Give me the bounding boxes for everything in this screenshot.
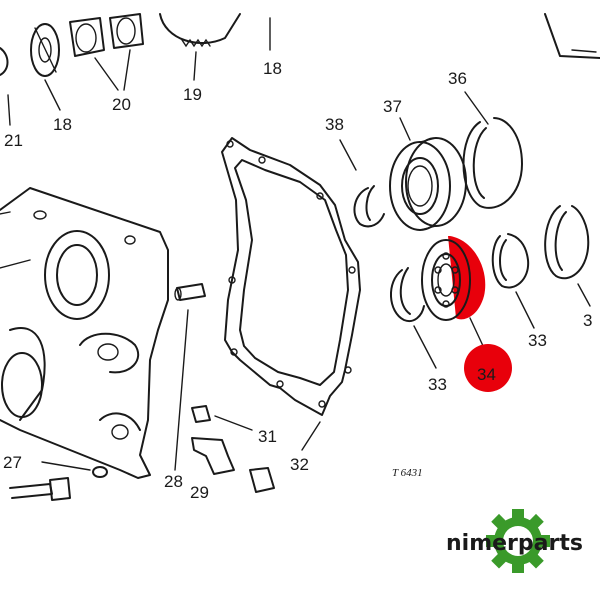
callout-27: 27 <box>3 453 22 472</box>
needle-bearing-part-20 <box>69 13 144 57</box>
snap-ring-part-33-left <box>389 267 425 322</box>
gear-part-19 <box>159 13 241 48</box>
callout-31: 31 <box>258 427 277 446</box>
snap-ring-part-38 <box>353 185 385 228</box>
gearbox-housing <box>0 187 169 479</box>
washer-part-18 <box>30 23 60 77</box>
callout-18-right: 18 <box>263 59 282 78</box>
dowel-pin-part-28 <box>174 283 206 301</box>
gasket-part-32 <box>221 137 361 416</box>
figure-reference: T 6431 <box>392 467 423 479</box>
plug-part-31 <box>191 405 211 423</box>
callout-34: 34 <box>477 365 496 384</box>
callout-34-badge <box>464 344 512 392</box>
partial-part-left <box>0 47 9 76</box>
callout-38: 38 <box>325 115 344 134</box>
callout-20: 20 <box>112 95 131 114</box>
callout-28: 28 <box>164 472 183 491</box>
brand-name: nimerparts <box>446 531 583 556</box>
bearing-highlight <box>448 236 486 320</box>
callout-36: 36 <box>448 69 467 88</box>
callout-29: 29 <box>190 483 209 502</box>
snap-ring-part-36 <box>462 117 523 209</box>
snap-ring-part-right-edge <box>544 205 590 280</box>
callout-18-left: 18 <box>53 115 72 134</box>
callout-32: 32 <box>290 455 309 474</box>
callout-21: 21 <box>4 131 23 150</box>
bolt-part-27 <box>9 466 108 501</box>
ball-bearing-part-37 <box>389 137 467 231</box>
callout-37: 37 <box>383 97 402 116</box>
fitting-part-29 <box>191 437 275 493</box>
nimerparts-logo: nimerparts <box>446 509 583 573</box>
callout-33-right: 33 <box>528 331 547 350</box>
ball-bearing-part-34 <box>421 236 486 321</box>
callout-19: 19 <box>183 85 202 104</box>
callout-33-left: 33 <box>428 375 447 394</box>
snap-ring-part-33-right <box>491 233 530 289</box>
callout-3-partial: 3 <box>583 311 592 330</box>
